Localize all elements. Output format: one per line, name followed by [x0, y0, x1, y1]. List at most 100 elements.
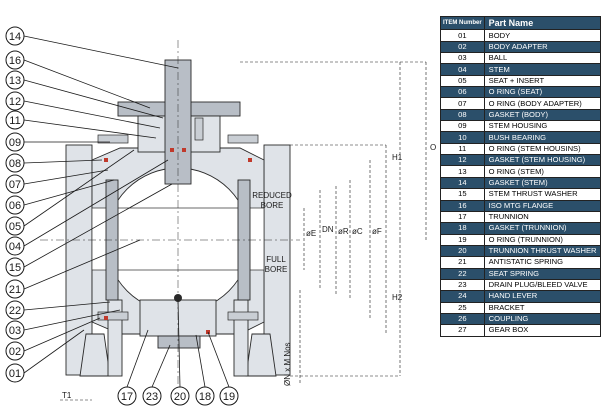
callout-circle	[5, 320, 25, 340]
part-name-cell: BODY ADAPTER	[483, 40, 601, 54]
callout-circle	[5, 195, 25, 215]
callout-number: 11	[9, 115, 20, 127]
dim-f-label: øF	[372, 227, 382, 236]
part-name-cell: O RING (SEAT)	[483, 86, 601, 99]
item-number-cell: 11	[440, 142, 485, 156]
item-number-cell: 06	[440, 86, 485, 99]
dim-o-label: O	[430, 143, 436, 152]
callout-number: 18	[199, 391, 211, 403]
dimension-lines	[60, 61, 427, 401]
item-number-cell: 16	[440, 199, 485, 212]
callout-number: 14	[9, 31, 21, 43]
part-name-cell: GASKET (TRUNNION)	[483, 222, 601, 235]
item-number-cell: 17	[440, 210, 485, 224]
part-name-cell: TRUNNION	[483, 210, 601, 224]
callout-circle	[5, 50, 25, 70]
dim-t1-label: T1	[62, 391, 72, 400]
part-name-header: Part Name	[483, 15, 601, 31]
dim-h1-label: H1	[392, 153, 403, 162]
item-number-cell: 15	[440, 188, 485, 201]
callout-leader-line	[23, 119, 157, 139]
item-number-cell: 22	[440, 267, 485, 280]
callout-leader-line	[23, 301, 111, 311]
callout-number: 21	[9, 284, 21, 296]
callout-leader-line	[23, 149, 135, 227]
callout-number: 20	[174, 391, 186, 403]
callout-circle	[117, 386, 137, 406]
callout-number: 17	[121, 391, 133, 403]
o-ring	[248, 158, 252, 162]
callout-number: 23	[146, 391, 158, 403]
callout-circle	[219, 386, 239, 406]
callout-circle	[5, 110, 25, 130]
part-name-cell: O RING (TRUNNION)	[483, 233, 601, 246]
callout-circle	[5, 236, 25, 256]
item-number-cell: 13	[440, 165, 485, 178]
reduced-bore-label-line1: REDUCED	[252, 191, 292, 200]
callout-circle	[5, 257, 25, 277]
callout-number: 13	[9, 75, 21, 87]
part-name-cell: GASKET (STEM)	[483, 176, 601, 190]
part-name-cell: STEM THRUST WASHER	[483, 188, 601, 201]
item-number-cell: 01	[440, 29, 485, 42]
item-number-cell: 05	[440, 74, 485, 88]
callout-circle	[5, 341, 25, 361]
dim-r-label: øR	[338, 227, 349, 236]
callout-number: 22	[9, 305, 21, 317]
item-number-cell: 12	[440, 154, 485, 167]
item-number-cell: 23	[440, 278, 485, 292]
part-name-cell: BUSH BEARING	[483, 131, 601, 144]
part-name-cell: SEAT SPRING	[483, 267, 601, 280]
dim-e-label: øE	[306, 229, 316, 238]
callout-number: 12	[9, 96, 21, 108]
part-name-cell: BODY	[483, 29, 601, 42]
callout-leader-line	[177, 299, 181, 388]
part-name-cell: SEAT + INSERT	[483, 74, 601, 88]
callout-circle	[5, 153, 25, 173]
dim-c-label: øC	[352, 227, 363, 236]
item-number-cell: 21	[440, 256, 485, 269]
part-name-cell: STEM	[483, 63, 601, 76]
callout-leader-line	[23, 159, 103, 164]
item-number-cell: 07	[440, 97, 485, 110]
item-number-cell: 27	[440, 324, 485, 337]
callout-leader-line	[23, 35, 179, 69]
o-ring	[182, 148, 186, 152]
o-ring	[104, 158, 108, 162]
reduced-bore-label-line2: BORE	[261, 201, 284, 210]
item-number-cell: 26	[440, 312, 485, 326]
callout-circle	[5, 70, 25, 90]
callout-leader-line	[23, 169, 109, 185]
item-number-cell: 18	[440, 222, 485, 235]
callout-leader-line	[195, 334, 206, 388]
part-name-cell: HAND LEVER	[483, 290, 601, 303]
callout-number: 02	[9, 346, 21, 358]
callout-leader-line	[23, 79, 164, 119]
dim-nos-label: ØN x M Nos	[283, 342, 292, 386]
o-ring	[170, 148, 174, 152]
callout-leader-line	[23, 179, 115, 206]
callout-number: 16	[9, 55, 21, 67]
part-name-cell: BALL	[483, 52, 601, 65]
full-bore-label-line2: BORE	[265, 265, 288, 274]
part-name-cell: GASKET (STEM HOUSING)	[483, 154, 601, 167]
